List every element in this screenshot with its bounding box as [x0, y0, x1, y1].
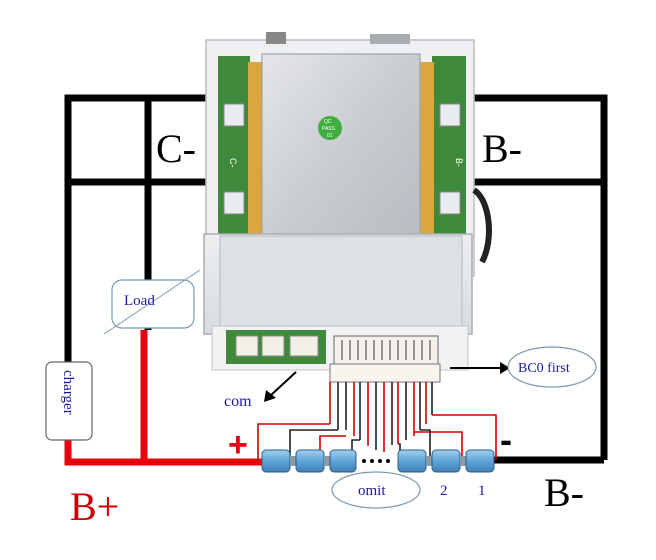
- svg-text:PASS: PASS: [322, 126, 336, 132]
- cell: [295, 449, 325, 473]
- battery-cells: [261, 449, 495, 473]
- cell: [431, 449, 461, 473]
- minus-sign-label: -: [500, 419, 512, 460]
- cell: [397, 449, 427, 473]
- charger-label: charger: [60, 370, 76, 415]
- pad-c-label: C-: [228, 158, 238, 168]
- balance-plug: [329, 363, 441, 383]
- arrow-down-left-icon: [264, 390, 276, 402]
- arrow-right-icon: [500, 362, 510, 374]
- com-callout: com: [224, 371, 297, 410]
- com-label: com: [224, 393, 252, 410]
- omit-label: omit: [358, 483, 386, 499]
- svg-text:QC: QC: [324, 119, 332, 125]
- charger-box: charger: [45, 361, 93, 441]
- c-minus-label: C-: [156, 126, 196, 171]
- omit-callout: omit: [331, 471, 421, 509]
- omitted-cells-dots: [362, 459, 390, 463]
- b-plus-label: B+: [70, 484, 119, 529]
- cell-number-1: 1: [478, 483, 486, 499]
- pad-b-label: B-: [454, 158, 464, 167]
- plus-sign-label: +: [228, 426, 248, 464]
- cell-number-2: 2: [440, 483, 448, 499]
- bc0-first-label: BC0 first: [518, 361, 570, 376]
- wire-b-plus: [64, 438, 265, 466]
- b-minus-top-label: B-: [482, 126, 522, 171]
- load-label: Load: [124, 293, 155, 309]
- cell: [465, 449, 495, 473]
- red-wires: [64, 330, 265, 466]
- svg-text:01: 01: [327, 133, 333, 139]
- cell: [261, 449, 291, 473]
- sense-wires: [257, 382, 497, 460]
- qc-pass-stamp: QC PASS 01: [318, 116, 342, 140]
- bc0-first-callout: BC0 first: [450, 346, 597, 388]
- cell: [329, 449, 357, 473]
- load-box: Load: [103, 269, 201, 335]
- heatsink-upper: [261, 53, 421, 251]
- b-minus-bottom-label: B-: [544, 470, 584, 515]
- bms-board: C- B- QC PASS 01: [203, 32, 492, 383]
